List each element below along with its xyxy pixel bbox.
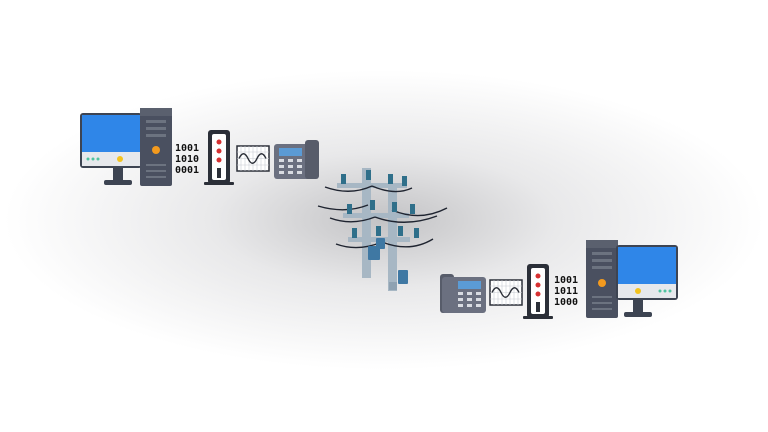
binary-right-line-2: 1011	[554, 286, 578, 297]
binary-data-right: 1001 1011 1000	[554, 275, 578, 308]
analog-signal-right-icon	[489, 279, 523, 306]
analog-signal-left-icon	[236, 145, 270, 172]
binary-left-line-3: 0001	[175, 165, 199, 176]
utility-pole-icon	[317, 168, 448, 291]
computer-left	[80, 108, 172, 186]
binary-left-line-1: 1001	[175, 143, 199, 154]
monitor-right-icon	[616, 245, 678, 317]
binary-right-line-3: 1000	[554, 297, 578, 308]
binary-data-left: 1001 1010 0001	[175, 143, 199, 176]
binary-left-line-2: 1010	[175, 154, 199, 165]
telephone-left-icon	[274, 140, 319, 179]
monitor-left-icon	[80, 113, 142, 185]
modem-left-icon	[204, 130, 234, 185]
binary-right-line-1: 1001	[554, 275, 578, 286]
tower-right-icon	[586, 240, 618, 318]
modem-right-icon	[523, 264, 553, 319]
telephone-right-icon	[440, 274, 486, 313]
tower-left-icon	[140, 108, 172, 186]
computer-right	[586, 240, 678, 318]
